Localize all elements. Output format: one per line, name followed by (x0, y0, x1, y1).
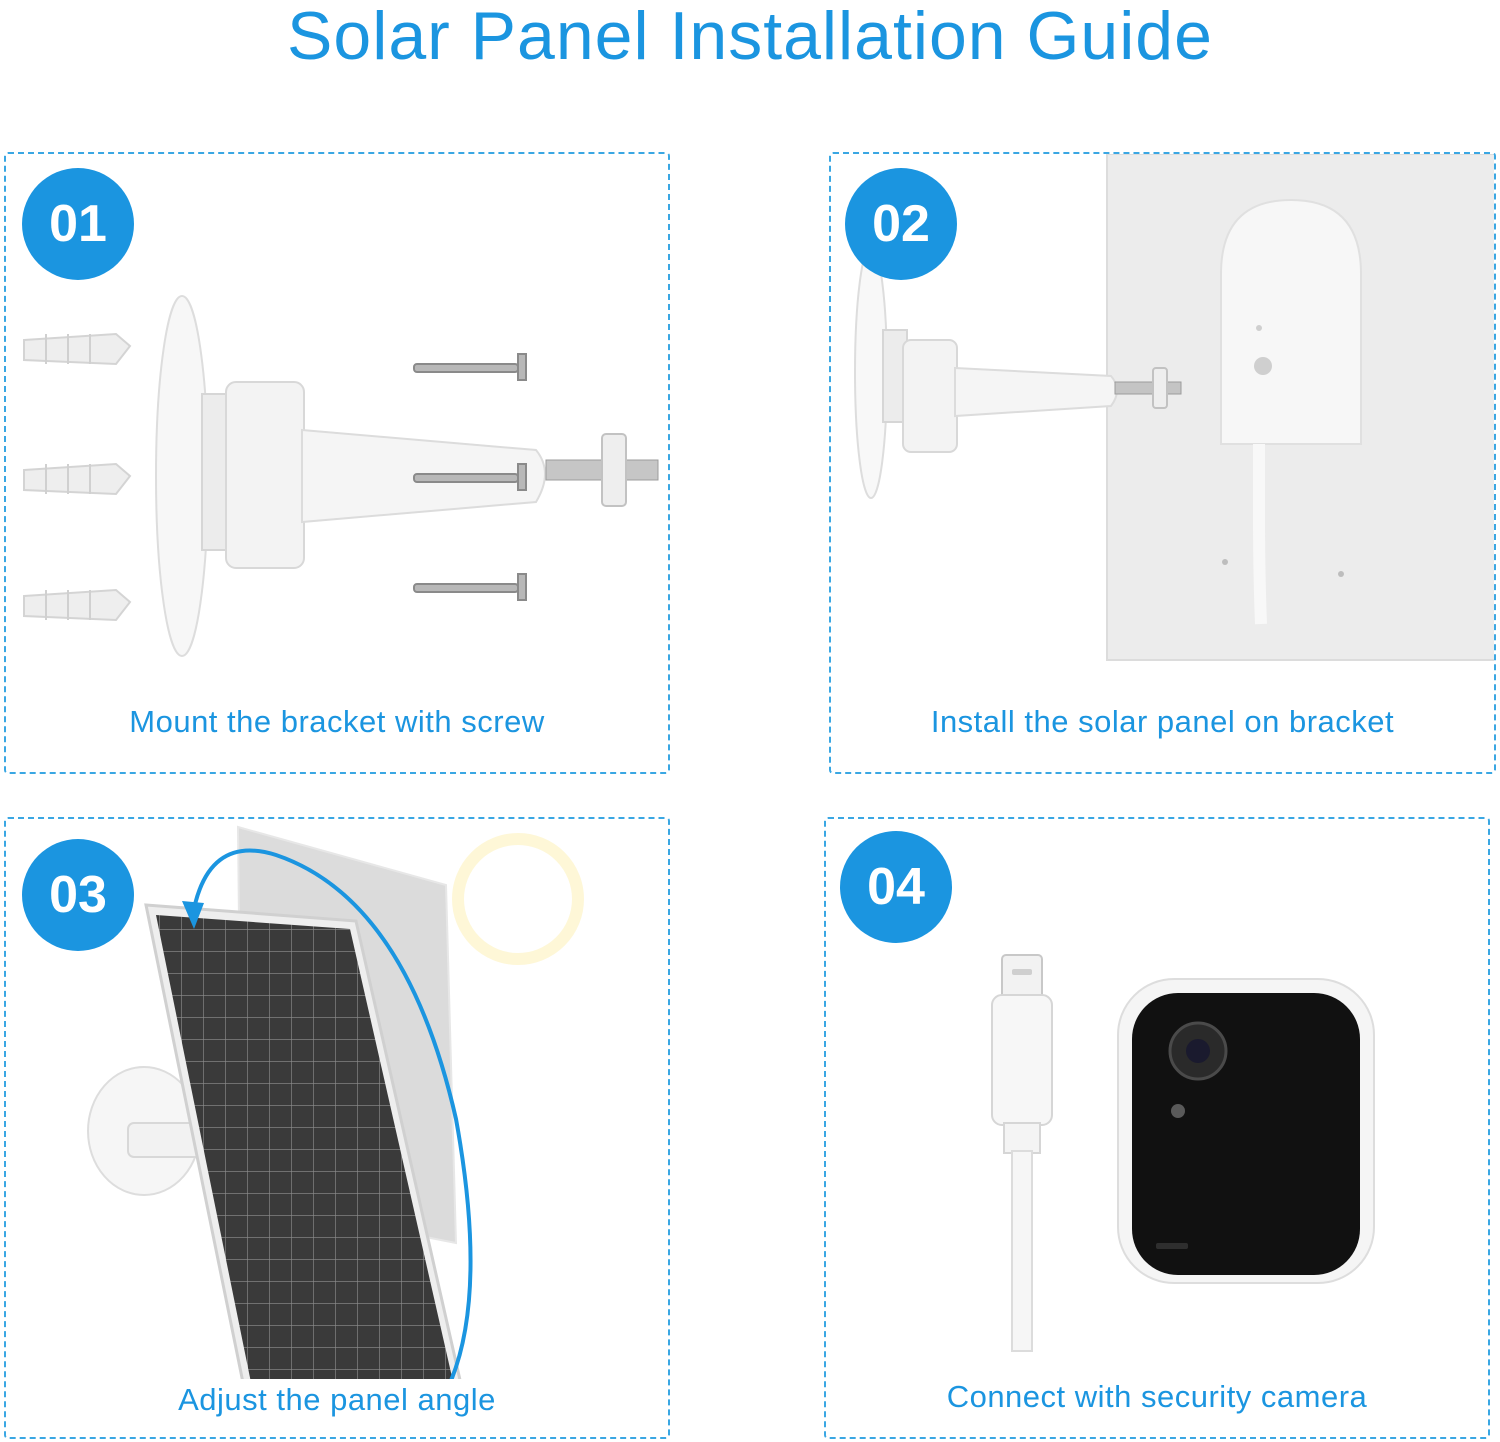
step-badge-4: 04 (840, 831, 952, 943)
screw-icon (413, 353, 527, 601)
step-panel-1: 01 Mount the brack (4, 152, 670, 774)
adjust-angle-illustration (87, 825, 584, 1379)
step-badge-2: 02 (845, 168, 957, 280)
wall-anchor-icon (23, 332, 132, 622)
usb-c-cable-icon (991, 954, 1053, 1352)
step-caption-2: Install the solar panel on bracket (930, 704, 1395, 739)
step-caption-3: Adjust the panel angle (178, 1382, 496, 1417)
step-panel-2: 02 Install the solar panel on bracket (829, 152, 1496, 774)
step-badge-1: 01 (22, 168, 134, 280)
page-title: Solar Panel Installation Guide (287, 0, 1213, 74)
step-caption-1: Mount the bracket with screw (129, 704, 545, 739)
camera-and-cable-illustration (991, 954, 1375, 1352)
bracket-with-screws-illustration (23, 295, 659, 657)
security-camera-icon (1117, 978, 1375, 1284)
panel-on-bracket-illustration (854, 154, 1494, 661)
step-badge-3: 03 (22, 839, 134, 951)
step-caption-4: Connect with security camera (946, 1379, 1368, 1414)
step-panel-3: 03 Adjust the panel angle (4, 817, 670, 1439)
step-panel-4: 04 Connect with security camera (824, 817, 1490, 1439)
